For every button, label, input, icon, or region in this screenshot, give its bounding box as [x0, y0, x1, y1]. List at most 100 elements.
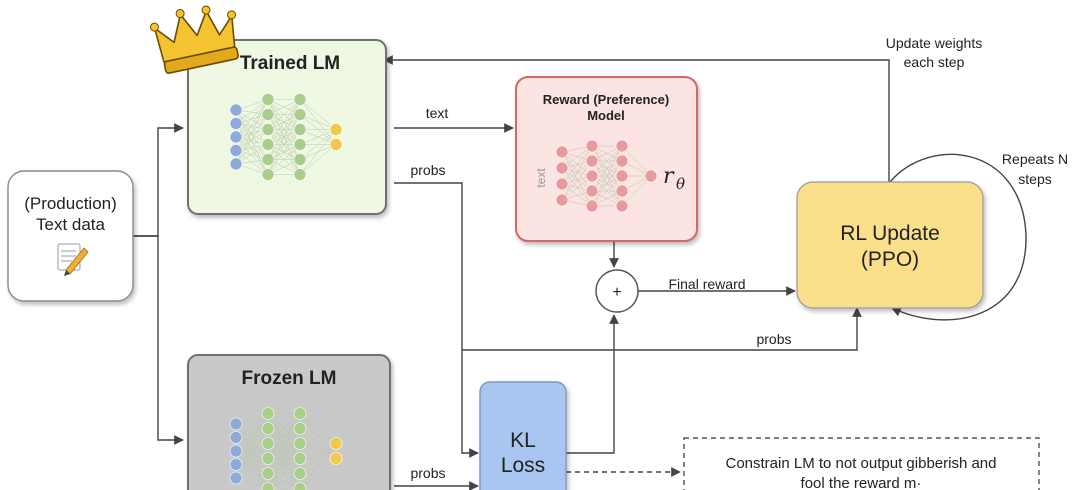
- network-edge: [235, 413, 269, 452]
- network-node: [293, 168, 307, 181]
- network-edge: [561, 145, 593, 185]
- network-node: [293, 93, 307, 106]
- network-node: [329, 123, 343, 136]
- network-edge: [235, 428, 269, 465]
- network-node: [293, 452, 307, 465]
- edge-label-repeats-n: Repeats N: [1002, 151, 1068, 167]
- network-node: [329, 138, 343, 151]
- network-node: [261, 407, 275, 420]
- network-edge: [267, 458, 301, 489]
- network-edge: [299, 443, 337, 474]
- network-node: [261, 437, 275, 450]
- network-edge: [235, 464, 269, 489]
- ppo-label: (PPO): [861, 248, 919, 271]
- network-edge: [299, 99, 337, 130]
- reward-model-network-icon: [555, 139, 658, 213]
- network-edge: [235, 437, 269, 474]
- network-node: [555, 145, 569, 159]
- network-node: [555, 161, 569, 175]
- network-node: [229, 458, 243, 471]
- network-edge: [235, 413, 269, 465]
- reward-model-title-line2: Model: [587, 108, 625, 123]
- network-edge: [267, 129, 301, 175]
- reward-output-symbol: r: [663, 164, 675, 189]
- kl-label: KL: [510, 429, 536, 452]
- network-node: [261, 168, 275, 181]
- network-node: [585, 154, 599, 168]
- network-edge: [591, 175, 623, 207]
- network-node: [261, 422, 275, 435]
- network-edge: [591, 145, 623, 192]
- network-edge: [235, 136, 269, 175]
- rl-update-node: RL Update (PPO): [796, 181, 984, 309]
- network-edge: [235, 423, 269, 474]
- memo-icon: [57, 243, 89, 276]
- edge-label-final-reward: Final reward: [668, 276, 745, 292]
- network-node: [229, 471, 243, 485]
- network-edge: [267, 413, 301, 444]
- network-edge: [299, 443, 337, 489]
- edge-label-steps: steps: [1018, 171, 1051, 187]
- edge-label-probs-trained: probs: [410, 162, 445, 178]
- edge-label-each-step: each step: [904, 54, 965, 70]
- network-edge: [299, 428, 337, 444]
- network-node: [644, 169, 658, 183]
- sum-symbol: +: [612, 284, 621, 301]
- crown-icon: [149, 5, 240, 74]
- network-edge: [235, 428, 269, 452]
- text-data-label: Text data: [36, 215, 106, 234]
- edge-label-probs-to-rl: probs: [756, 331, 791, 347]
- network-edge: [235, 413, 269, 438]
- network-edge: [235, 428, 269, 479]
- network-edge: [267, 99, 301, 145]
- network-node: [261, 123, 275, 136]
- network-edge: [299, 114, 337, 130]
- network-edge: [235, 114, 269, 151]
- network-edge: [235, 114, 269, 138]
- network-edge: [267, 443, 301, 489]
- network-edge: [235, 123, 269, 175]
- network-node: [229, 431, 243, 444]
- sum-node: +: [595, 269, 639, 313]
- constraint-note: Constrain LM to not output gibberish and…: [683, 437, 1040, 490]
- network-node: [293, 138, 307, 151]
- loss-label: Loss: [501, 454, 545, 477]
- network-node: [293, 467, 307, 480]
- edge-kl-to-sum: [566, 314, 619, 454]
- production-text-data-node: (Production) Text data: [7, 170, 134, 302]
- network-edge: [267, 99, 301, 130]
- network-node: [293, 153, 307, 166]
- network-edge: [621, 175, 652, 207]
- reward-model-input-label: text: [534, 168, 548, 188]
- network-node: [329, 437, 343, 450]
- network-edge: [267, 144, 301, 175]
- trained-lm-network-icon: [229, 93, 343, 181]
- network-node: [585, 184, 599, 198]
- network-edge: [561, 175, 593, 201]
- network-edge: [235, 109, 269, 145]
- network-edge: [299, 144, 337, 175]
- network-node: [293, 422, 307, 435]
- edge-label-update-weights: Update weights: [886, 35, 983, 51]
- trained-lm-node: Trained LM: [187, 39, 387, 215]
- network-edge: [267, 413, 301, 474]
- network-edge: [235, 99, 269, 124]
- network-node: [585, 199, 599, 213]
- rl-update-label: RL Update: [840, 222, 940, 245]
- network-edge: [561, 145, 593, 201]
- network-edge: [235, 99, 269, 138]
- network-node: [585, 139, 599, 153]
- network-node: [293, 108, 307, 121]
- network-node: [261, 108, 275, 121]
- network-node: [585, 169, 599, 183]
- network-node: [261, 153, 275, 166]
- network-edge: [235, 99, 269, 151]
- edge-label-text: text: [426, 105, 449, 121]
- production-label: (Production): [24, 194, 117, 213]
- network-node: [615, 184, 629, 198]
- network-node: [293, 407, 307, 420]
- edge-probs-to-rl: [462, 307, 862, 351]
- frozen-lm-network-icon: [229, 407, 343, 490]
- network-edge: [267, 114, 301, 175]
